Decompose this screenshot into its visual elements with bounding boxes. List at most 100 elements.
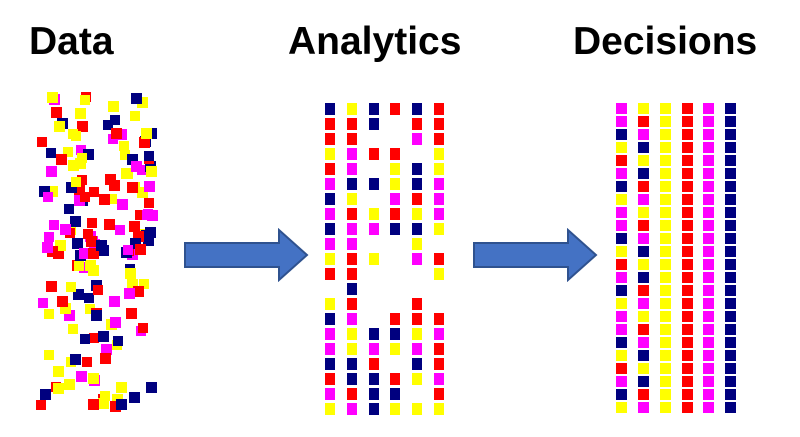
color-square	[725, 298, 736, 309]
color-square	[83, 149, 94, 160]
color-square	[703, 337, 714, 348]
color-square	[703, 181, 714, 192]
color-square	[616, 142, 627, 153]
color-square	[390, 103, 400, 115]
color-square	[75, 108, 86, 119]
color-square	[127, 279, 138, 290]
color-square	[91, 310, 102, 321]
color-square	[72, 238, 83, 249]
color-square	[725, 402, 736, 413]
color-square	[369, 178, 379, 190]
color-square	[412, 118, 422, 130]
color-square	[347, 238, 357, 250]
color-square	[616, 337, 627, 348]
color-square	[682, 233, 693, 244]
color-square	[369, 388, 379, 400]
color-square	[682, 285, 693, 296]
color-square	[412, 373, 422, 385]
color-square	[73, 289, 84, 300]
color-square	[44, 309, 54, 319]
color-square	[725, 181, 736, 192]
color-square	[616, 181, 627, 192]
color-square	[369, 403, 379, 415]
color-square	[434, 388, 444, 400]
color-square	[682, 311, 693, 322]
color-square	[146, 382, 157, 393]
color-square	[51, 107, 62, 118]
color-square	[390, 313, 400, 325]
color-square	[412, 238, 422, 250]
color-square	[108, 101, 119, 112]
heading-data: Data	[29, 20, 114, 63]
color-square	[725, 142, 736, 153]
color-square	[369, 328, 379, 340]
color-square	[638, 337, 649, 348]
color-square	[616, 233, 627, 244]
color-square	[38, 298, 48, 308]
color-square	[703, 363, 714, 374]
color-square	[325, 373, 335, 385]
color-square	[369, 118, 379, 130]
color-square	[638, 220, 649, 231]
color-square	[682, 337, 693, 348]
color-square	[682, 103, 693, 114]
color-square	[325, 208, 335, 220]
color-square	[725, 116, 736, 127]
color-square	[98, 331, 109, 342]
color-square	[638, 259, 649, 270]
color-square	[660, 272, 671, 283]
color-square	[638, 298, 649, 309]
color-square	[390, 328, 400, 340]
color-square	[347, 283, 357, 295]
color-square	[682, 168, 693, 179]
color-square	[347, 178, 357, 190]
color-square	[86, 236, 97, 247]
color-square	[141, 128, 152, 139]
color-square	[434, 178, 444, 190]
color-square	[74, 195, 85, 206]
color-square	[87, 218, 97, 228]
color-square	[616, 272, 627, 283]
color-square	[347, 388, 357, 400]
color-square	[703, 285, 714, 296]
color-square	[434, 223, 444, 235]
color-square	[616, 389, 627, 400]
color-square	[660, 389, 671, 400]
color-square	[71, 131, 81, 141]
color-square	[638, 376, 649, 387]
color-square	[434, 208, 444, 220]
color-square	[74, 184, 85, 195]
color-square	[390, 403, 400, 415]
color-square	[116, 382, 127, 393]
color-square	[703, 220, 714, 231]
heading-decisions: Decisions	[573, 20, 758, 63]
color-square	[49, 220, 59, 230]
color-square	[98, 398, 109, 409]
color-square	[88, 373, 99, 384]
color-square	[138, 323, 148, 333]
color-square	[682, 376, 693, 387]
color-square	[434, 328, 444, 340]
color-square	[725, 337, 736, 348]
color-square	[434, 103, 444, 115]
color-square	[127, 154, 138, 165]
color-square	[36, 400, 46, 410]
color-square	[660, 142, 671, 153]
color-square	[660, 207, 671, 218]
color-square	[703, 350, 714, 361]
color-square	[99, 194, 110, 205]
color-square	[616, 103, 627, 114]
color-square	[123, 245, 133, 255]
color-square	[88, 265, 99, 276]
color-square	[77, 121, 88, 132]
color-square	[369, 148, 379, 160]
color-square	[325, 253, 335, 265]
color-square	[120, 150, 130, 160]
color-square	[133, 286, 144, 297]
color-square	[638, 311, 649, 322]
color-square	[703, 311, 714, 322]
color-square	[434, 403, 444, 415]
color-square	[60, 303, 71, 314]
color-square	[325, 223, 335, 235]
